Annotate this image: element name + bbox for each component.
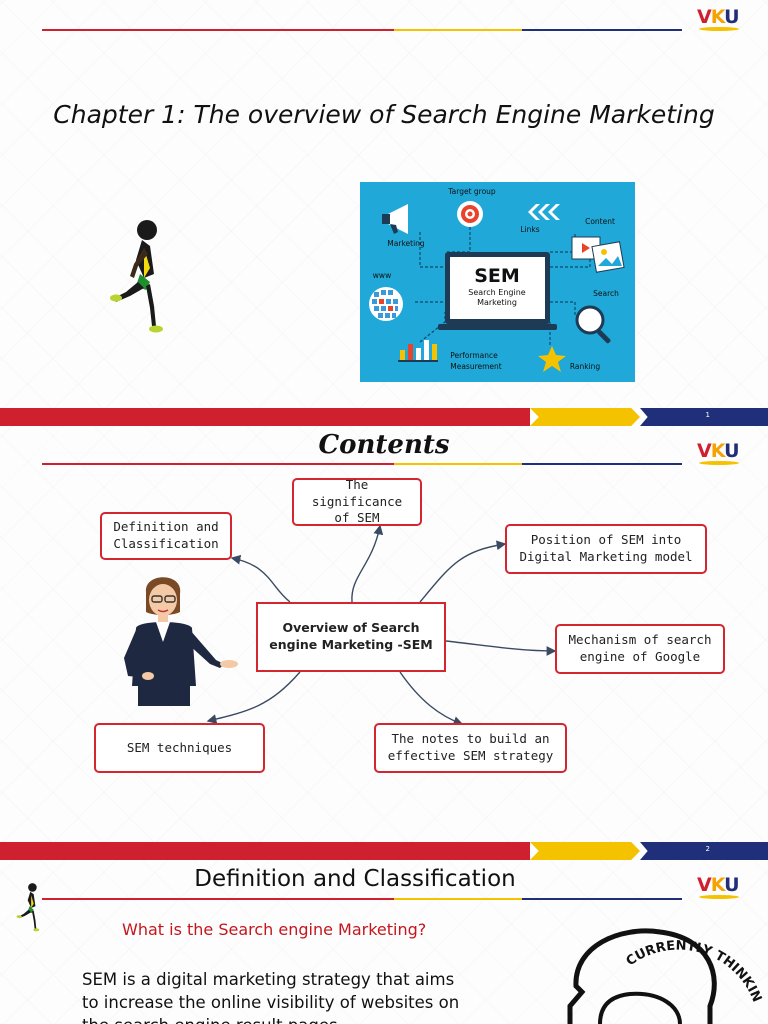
- question-text: What is the Search engine Marketing?: [122, 920, 427, 939]
- page-number: 2: [705, 845, 710, 853]
- center-node-line-1: Overview of Search: [282, 620, 420, 636]
- node-techniques[interactable]: SEM techniques: [94, 723, 265, 773]
- thinking-badge-text: CURRENTLY THINKING: [560, 906, 764, 1004]
- running-figure-image: [110, 220, 163, 333]
- sem-illustration: SEM Search Engine Marketing Target group…: [360, 182, 635, 382]
- node-position-line-2: Digital Marketing model: [519, 549, 693, 564]
- node-position-line-1: Position of SEM into: [530, 532, 682, 548]
- header-rule: [42, 898, 682, 900]
- definition-body: SEM is a digital marketing strategy that…: [82, 968, 522, 1024]
- magnifier-icon: [575, 305, 611, 344]
- node-definition-line-2: Classification: [113, 536, 219, 551]
- label-ranking: Ranking: [570, 362, 601, 371]
- contents-title: Contents: [318, 430, 450, 460]
- node-mechanism-line-2: engine of Google: [579, 649, 701, 664]
- currently-thinking-image: CURRENTLY THINKING: [560, 906, 764, 1024]
- label-target-group: Target group: [447, 187, 496, 196]
- sem-diagram: SEM Search Engine Marketing Target group…: [369, 187, 625, 372]
- label-search: Search: [593, 289, 619, 298]
- slide-3: Definition and Classification VKU What i…: [0, 860, 768, 1024]
- slide-2: Contents VKU: [0, 426, 768, 842]
- businesswoman-image: [124, 577, 238, 706]
- mindmap-connectors: [206, 524, 557, 726]
- definition-title: Definition and Classification: [194, 866, 516, 892]
- header-rule: [42, 29, 682, 31]
- node-mechanism-line-1: Mechanism of search: [568, 632, 712, 648]
- chapter-title: Chapter 1: The overview of Search Engine…: [53, 100, 715, 129]
- label-links: Links: [520, 225, 539, 234]
- label-www: www: [373, 271, 391, 280]
- center-node-line-2: engine Marketing -SEM: [269, 637, 433, 652]
- megaphone-icon: [382, 204, 408, 234]
- target-icon: [457, 201, 483, 227]
- page-number: 1: [705, 411, 710, 419]
- header-rule: [42, 463, 682, 465]
- body-line-1: SEM is a digital marketing strategy that…: [82, 970, 455, 989]
- label-content: Content: [585, 217, 615, 226]
- bar-chart-icon: [398, 340, 438, 362]
- node-notes-line-1: The notes to build an: [391, 731, 550, 747]
- sem-center-title: SEM: [474, 265, 520, 287]
- globe-icon: [369, 287, 403, 321]
- node-significance-line-1: The significance: [311, 476, 403, 509]
- label-performance-2: Measurement: [450, 362, 502, 371]
- vku-logo: VKU: [697, 440, 740, 465]
- links-icon: [528, 204, 560, 220]
- star-icon: [538, 346, 566, 372]
- node-significance-line-2: of SEM: [334, 510, 380, 526]
- node-notes-line-2: effective SEM strategy: [387, 748, 554, 763]
- label-marketing: Marketing: [387, 239, 425, 248]
- content-icon: [571, 236, 625, 273]
- sem-center-subtitle-2: Marketing: [477, 298, 517, 307]
- sem-center-subtitle-1: Search Engine: [468, 288, 526, 297]
- vku-logo: VKU: [697, 6, 740, 31]
- body-line-2: to increase the online visibility of web…: [82, 993, 460, 1012]
- vku-logo: VKU: [697, 874, 740, 899]
- body-line-3: the search engine result pages: [82, 1014, 522, 1024]
- label-performance-1: Performance: [450, 351, 498, 360]
- node-techniques-line-1: SEM techniques: [126, 739, 233, 755]
- slide-1: VKU Chapter 1: The overview of Search En…: [0, 0, 768, 408]
- node-definition-line-1: Definition and: [113, 519, 219, 535]
- slide-1-footer: 1: [0, 408, 768, 426]
- small-runner-image: [16, 883, 40, 932]
- slide-2-footer: 2: [0, 842, 768, 860]
